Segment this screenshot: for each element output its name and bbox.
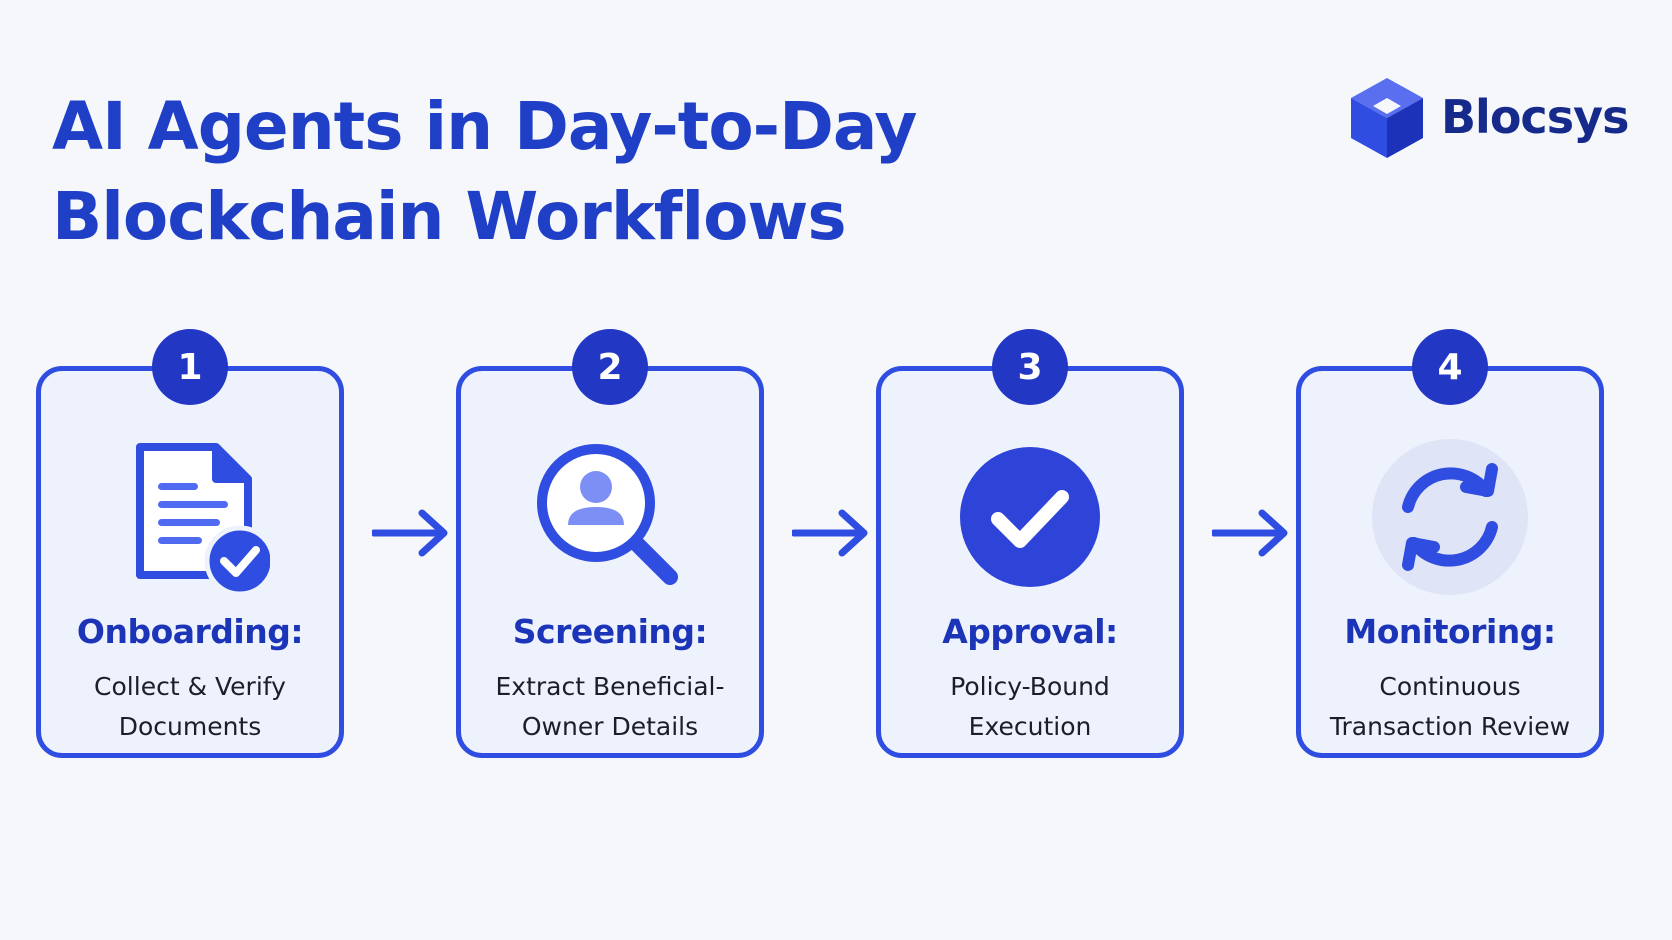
arrow-right-icon	[372, 509, 448, 557]
title-line-2: Blockchain Workflows	[52, 178, 847, 255]
step-number-badge: 1	[152, 329, 228, 405]
step-title: Screening:	[512, 612, 708, 651]
step-card-screening: 2 Screening: Extract Beneficial- Owner D…	[456, 329, 764, 758]
step-description-line-2: Execution	[968, 712, 1092, 741]
step-description-line-1: Extract Beneficial-	[495, 672, 725, 701]
brand-logo: Blocsys	[1347, 74, 1629, 160]
step-description: Collect & Verify Documents	[51, 667, 329, 747]
step-title: Onboarding:	[76, 612, 304, 651]
brand-name: Blocsys	[1441, 90, 1629, 144]
step-number-badge: 4	[1412, 329, 1488, 405]
arrow-right-icon	[792, 509, 868, 557]
step-description-line-1: Policy-Bound	[950, 672, 1110, 701]
document-check-icon	[136, 443, 270, 597]
cube-logo-icon	[1351, 78, 1423, 158]
step-description-line-2: Documents	[118, 712, 262, 741]
check-circle-icon	[960, 447, 1100, 587]
step-description: Continuous Transaction Review	[1311, 667, 1589, 747]
step-description-line-1: Collect & Verify	[94, 672, 286, 701]
arrow-right-icon	[1212, 509, 1288, 557]
step-number-badge: 2	[572, 329, 648, 405]
page-title: AI Agents in Day-to-Day Blockchain Workf…	[52, 82, 917, 262]
step-card-approval: 3 Approval: Policy-Bound Execution	[876, 329, 1184, 758]
step-description-line-2: Owner Details	[521, 712, 699, 741]
title-line-1: AI Agents in Day-to-Day	[52, 88, 917, 165]
step-description: Extract Beneficial- Owner Details	[471, 667, 749, 747]
step-title: Monitoring:	[1344, 612, 1556, 651]
step-card-onboarding: 1 Onboarding: Collect & Verify Documents	[36, 329, 344, 758]
step-card-monitoring: 4 Monitoring: Continuous Transaction Rev…	[1296, 329, 1604, 758]
step-description-line-1: Continuous	[1379, 672, 1521, 701]
step-number-badge: 3	[992, 329, 1068, 405]
step-title: Approval:	[942, 612, 1118, 651]
refresh-cycle-icon	[1372, 439, 1528, 595]
step-description: Policy-Bound Execution	[891, 667, 1169, 747]
user-search-icon	[537, 444, 678, 585]
step-description-line-2: Transaction Review	[1329, 712, 1571, 741]
